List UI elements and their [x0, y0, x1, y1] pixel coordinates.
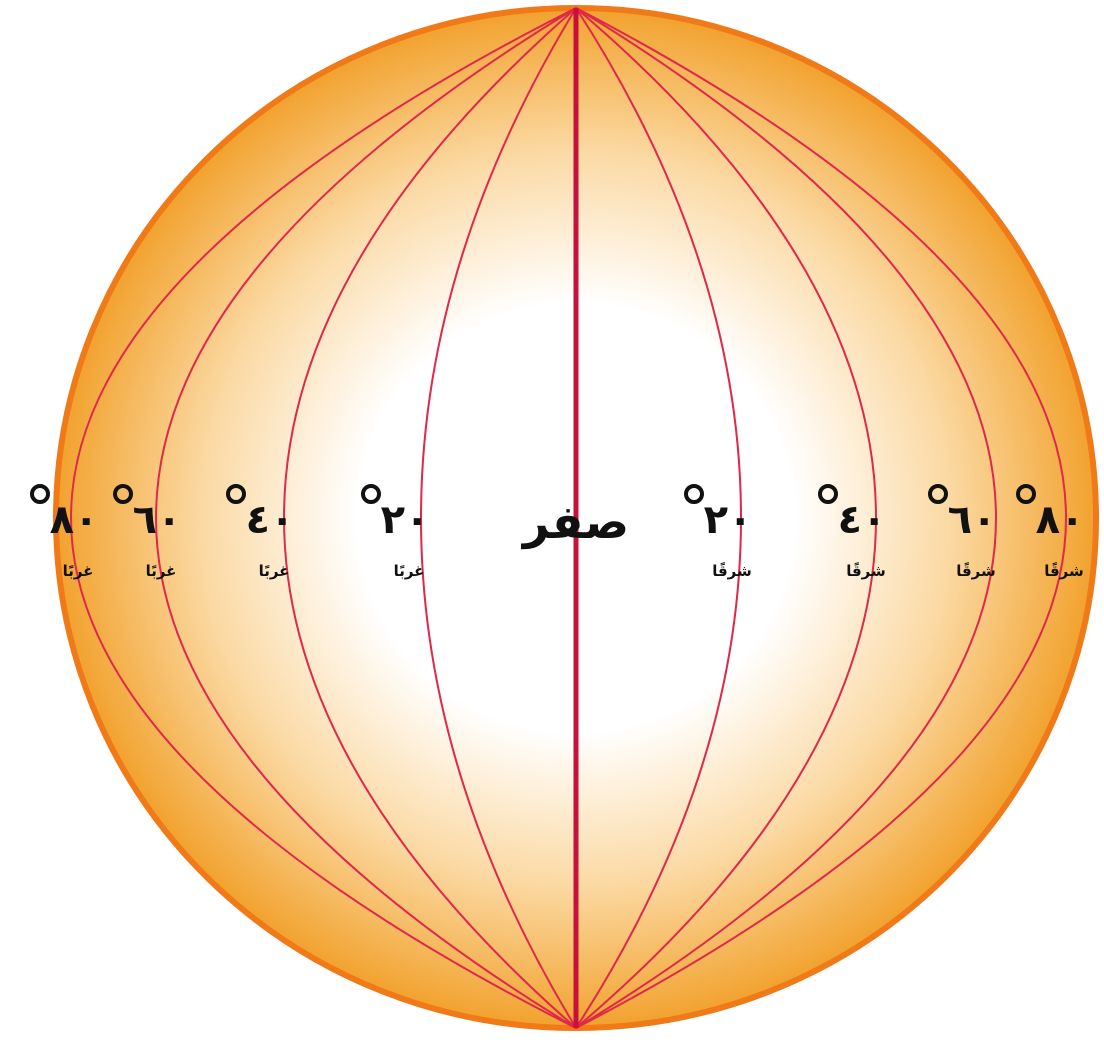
meridian-line-w60: [155, 7, 577, 1029]
degree-symbol-icon: [684, 484, 704, 504]
direction-label: شرقًا: [846, 562, 886, 580]
degree-symbol-icon: [113, 484, 133, 504]
degree-value: ٦٠: [948, 497, 997, 543]
meridian-label-e40: ٤٠ شرقًا: [818, 484, 887, 580]
direction-label: شرقًا: [1044, 562, 1084, 580]
meridian-line-e20: [575, 7, 742, 1029]
meridian-label-e80: ٨٠ شرقًا: [1016, 484, 1085, 580]
degree-symbol-icon: [226, 484, 246, 504]
degree-value: ٦٠: [133, 497, 182, 543]
direction-label: غربًا: [63, 562, 94, 580]
degree-value: ٢٠: [704, 497, 753, 543]
meridian-line-w20: [420, 7, 577, 1029]
degree-symbol-icon: [818, 484, 838, 504]
meridian-label-w20: ٢٠ غربًا: [361, 484, 430, 580]
degree-symbol-icon: [1016, 484, 1036, 504]
meridian-line-w40: [283, 7, 577, 1029]
direction-label: غربًا: [146, 562, 177, 580]
degree-symbol-icon: [928, 484, 948, 504]
degree-value: ٢٠: [381, 497, 430, 543]
direction-label: شرقًا: [956, 562, 996, 580]
direction-label: غربًا: [394, 562, 425, 580]
meridian-line-e80: [575, 7, 1067, 1029]
prime-meridian-label: صفر: [521, 495, 629, 549]
meridian-label-w60: ٦٠ غربًا: [113, 484, 182, 580]
degree-value: ٨٠: [1036, 497, 1085, 543]
meridian-label-w80: ٨٠ غربًا: [30, 484, 99, 580]
meridian-label-e20: ٢٠ شرقًا: [684, 484, 753, 580]
meridian-line-e40: [575, 7, 877, 1029]
meridian-label-e60: ٦٠ شرقًا: [928, 484, 997, 580]
meridian-line-w80: [70, 7, 577, 1029]
direction-label: غربًا: [259, 562, 290, 580]
degree-symbol-icon: [30, 484, 50, 504]
degree-symbol-icon: [361, 484, 381, 504]
degree-value: ٤٠: [246, 497, 295, 543]
meridian-lines: [70, 7, 1067, 1029]
meridian-labels: ٨٠ غربًا ٦٠ غربًا ٤٠ غربًا ٢٠ غربًا ٢٠ شرقًا ٤٠ شرق…: [30, 484, 1085, 580]
meridian-label-w40: ٤٠ غربًا: [226, 484, 295, 580]
degree-value: ٨٠: [50, 497, 99, 543]
direction-label: شرقًا: [712, 562, 752, 580]
degree-value: ٤٠: [838, 497, 887, 543]
meridian-line-e60: [575, 7, 997, 1029]
